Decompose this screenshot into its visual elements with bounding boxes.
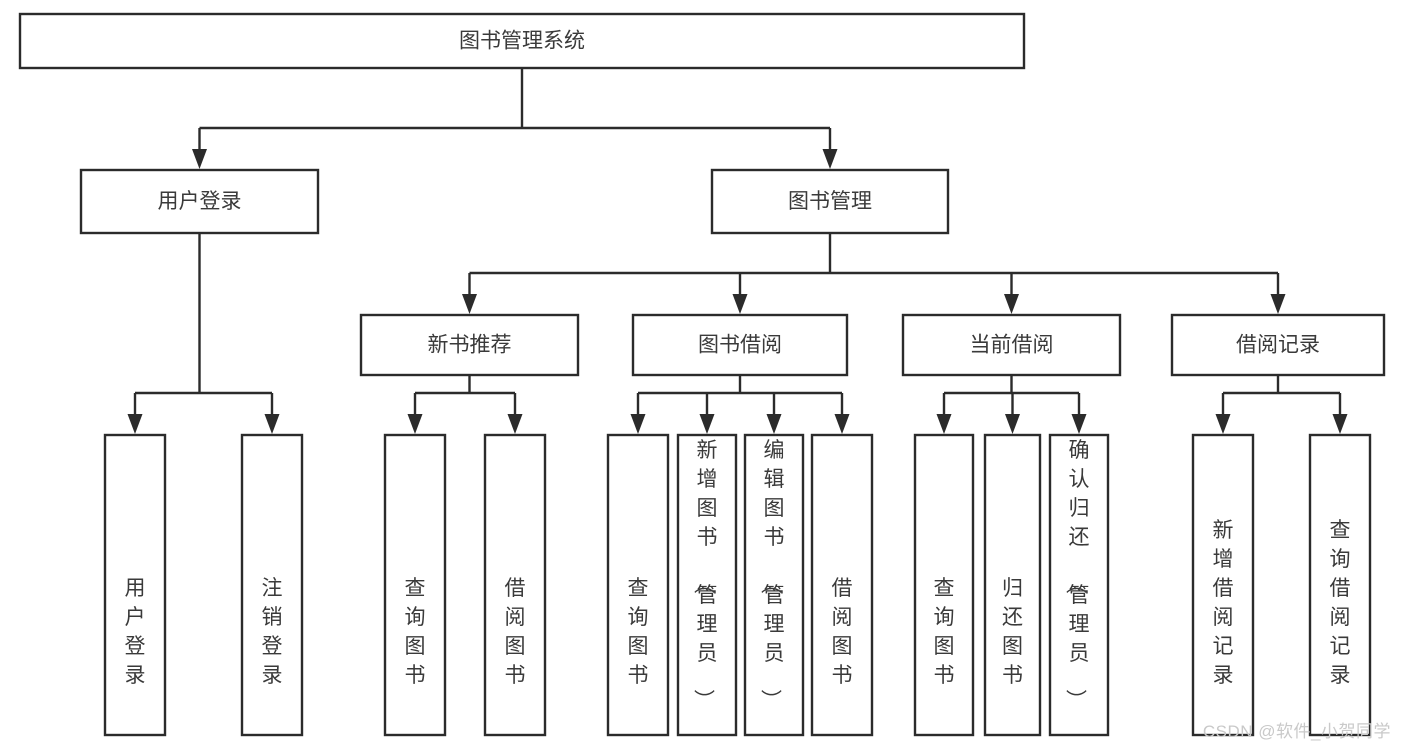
arrowhead-icon <box>264 414 280 434</box>
node-box-l-add[interactable] <box>676 433 738 737</box>
node-label-l-query2: 查询图书 <box>628 577 649 687</box>
node-l-query2[interactable]: 查询图书 <box>606 433 670 737</box>
arrowhead-icon <box>1071 414 1087 434</box>
node-label-l-queryrec: 查询借阅记录 <box>1330 519 1351 687</box>
node-l-queryrec[interactable]: 查询借阅记录 <box>1308 433 1372 737</box>
node-l-confirm[interactable]: 确认归还（管理员） <box>1048 433 1110 737</box>
node-l-addrec[interactable]: 新增借阅记录 <box>1191 433 1255 737</box>
node-label-login: 用户登录 <box>158 190 242 213</box>
node-label-borrow: 图书借阅 <box>698 334 782 357</box>
node-l-login[interactable]: 用户登录 <box>103 433 167 737</box>
arrowhead-icon <box>732 294 748 314</box>
edge-group <box>630 375 850 434</box>
edge-group <box>1215 375 1348 434</box>
arrowhead-icon <box>630 414 646 434</box>
node-l-query1[interactable]: 查询图书 <box>383 433 447 737</box>
node-label-root: 图书管理系统 <box>459 30 585 53</box>
node-box-l-addrec[interactable] <box>1191 433 1255 737</box>
node-label-l-borrow1: 借阅图书 <box>505 577 526 687</box>
node-box-l-borrow2[interactable] <box>810 433 874 737</box>
node-box-l-query3[interactable] <box>913 433 975 737</box>
node-record[interactable]: 借阅记录 <box>1170 313 1386 377</box>
node-label-l-return: 归还图书 <box>1002 577 1023 687</box>
arrowhead-icon <box>507 414 523 434</box>
arrowhead-icon <box>1215 414 1231 434</box>
node-box-l-confirm[interactable] <box>1048 433 1110 737</box>
arrowhead-icon <box>766 414 782 434</box>
arrowhead-icon <box>936 414 952 434</box>
edges-layer <box>127 68 1348 434</box>
node-label-l-login: 用户登录 <box>125 577 146 687</box>
arrowhead-icon <box>407 414 423 434</box>
arrowhead-icon <box>127 414 143 434</box>
node-label-bookmgmt: 图书管理 <box>788 190 872 213</box>
arrowhead-icon <box>1004 294 1019 314</box>
node-l-borrow2[interactable]: 借阅图书 <box>810 433 874 737</box>
node-l-query3[interactable]: 查询图书 <box>913 433 975 737</box>
node-box-l-query1[interactable] <box>383 433 447 737</box>
arrowhead-icon <box>462 294 477 314</box>
arrowhead-icon <box>1270 294 1286 314</box>
edge-group <box>192 68 838 169</box>
node-box-l-return[interactable] <box>983 433 1042 737</box>
node-l-edit[interactable]: 编辑图书（管理员） <box>743 433 805 737</box>
arrowhead-icon <box>822 149 838 169</box>
node-label-l-addrec: 新增借阅记录 <box>1213 519 1234 687</box>
node-label-l-add: 新增图书（管理员） <box>692 439 718 710</box>
node-borrow[interactable]: 图书借阅 <box>631 313 849 377</box>
node-box-root[interactable] <box>18 12 1026 70</box>
node-label-l-borrow2: 借阅图书 <box>832 577 853 687</box>
node-box-l-query2[interactable] <box>606 433 670 737</box>
node-l-return[interactable]: 归还图书 <box>983 433 1042 737</box>
node-l-add[interactable]: 新增图书（管理员） <box>676 433 738 737</box>
node-bookmgmt[interactable]: 图书管理 <box>710 168 950 235</box>
node-label-l-confirm: 确认归还（管理员） <box>1064 439 1090 710</box>
node-label-record: 借阅记录 <box>1236 334 1320 357</box>
node-box-record[interactable] <box>1170 313 1386 377</box>
node-root[interactable]: 图书管理系统 <box>18 12 1026 70</box>
node-box-newbook[interactable] <box>359 313 580 377</box>
node-box-l-edit[interactable] <box>743 433 805 737</box>
node-label-l-edit: 编辑图书（管理员） <box>759 439 785 710</box>
node-l-logout[interactable]: 注销登录 <box>240 433 304 737</box>
arrowhead-icon <box>834 414 850 434</box>
edge-group <box>127 233 280 434</box>
node-newbook[interactable]: 新书推荐 <box>359 313 580 377</box>
node-label-l-query3: 查询图书 <box>934 577 955 687</box>
node-box-l-borrow1[interactable] <box>483 433 547 737</box>
node-current[interactable]: 当前借阅 <box>901 313 1122 377</box>
node-label-l-query1: 查询图书 <box>405 577 426 687</box>
watermark-label: CSDN @软件_小贺同学 <box>1202 722 1391 741</box>
node-box-l-queryrec[interactable] <box>1308 433 1372 737</box>
arrowhead-icon <box>1005 414 1020 434</box>
arrowhead-icon <box>192 149 207 169</box>
node-label-newbook: 新书推荐 <box>428 334 512 357</box>
node-box-l-logout[interactable] <box>240 433 304 737</box>
node-box-login[interactable] <box>79 168 320 235</box>
nodes-layer: 图书管理系统用户登录图书管理新书推荐图书借阅当前借阅借阅记录用户登录注销登录查询… <box>18 12 1386 737</box>
arrowhead-icon <box>699 414 715 434</box>
arrowhead-icon <box>1332 414 1348 434</box>
edge-group <box>407 375 523 434</box>
node-box-bookmgmt[interactable] <box>710 168 950 235</box>
node-box-current[interactable] <box>901 313 1122 377</box>
edge-group <box>936 375 1087 434</box>
node-label-l-logout: 注销登录 <box>262 577 283 687</box>
node-box-borrow[interactable] <box>631 313 849 377</box>
node-l-borrow1[interactable]: 借阅图书 <box>483 433 547 737</box>
node-login[interactable]: 用户登录 <box>79 168 320 235</box>
edge-group <box>462 233 1286 314</box>
node-label-current: 当前借阅 <box>970 334 1054 357</box>
node-box-l-login[interactable] <box>103 433 167 737</box>
